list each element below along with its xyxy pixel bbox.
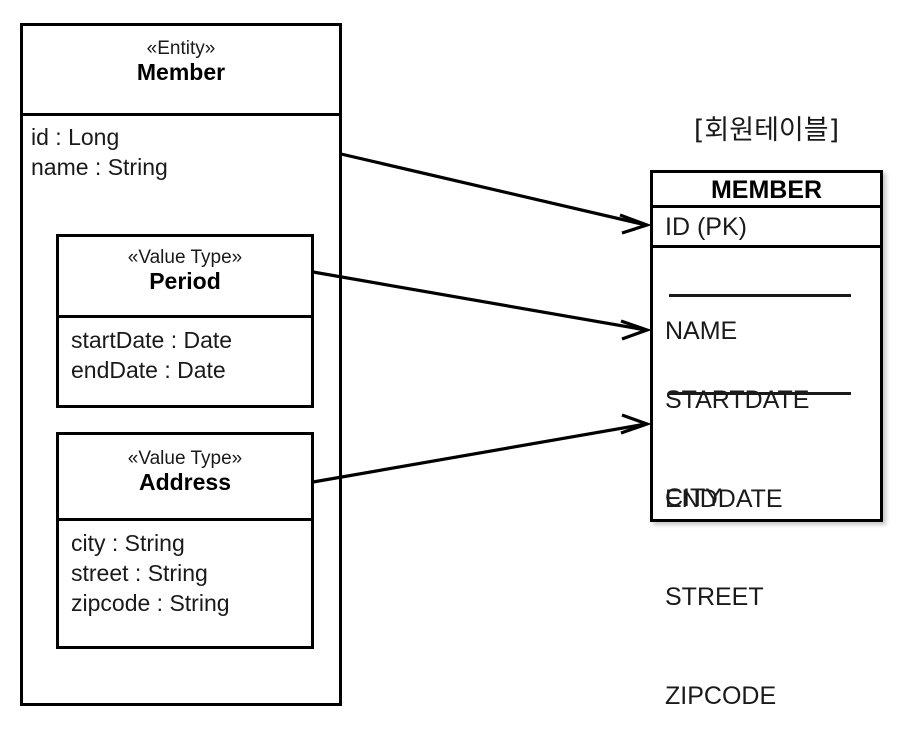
db-column-primary-key: ID (PK) [665, 213, 747, 241]
attribute-item: endDate : Date [71, 357, 226, 383]
db-column-item: STREET [665, 583, 764, 611]
db-column-item: CITY [665, 484, 722, 512]
db-table-name-label: MEMBER [710, 176, 823, 204]
value-type-attribute-list-address: city : String street : String zipcode : … [71, 528, 307, 618]
value-type-stereotype-label: «Value Type» [127, 247, 243, 268]
db-table-caption: [회원테이블] [693, 115, 840, 146]
db-column-item: STARTDATE [665, 386, 810, 414]
db-column-group-period: STARTDATE ENDDATE [665, 318, 809, 582]
db-table-pk-divider [653, 245, 880, 248]
attribute-item: zipcode : String [71, 590, 230, 616]
db-column-group-address: CITY STREET ZIPCODE [665, 416, 776, 734]
mapping-arrow-member-to-id [340, 152, 652, 235]
mapping-arrow-address-to-city [312, 413, 652, 484]
db-column-group-basic: NAME [665, 249, 737, 414]
db-column-item: ENDDATE [665, 485, 783, 513]
entity-header-divider [23, 113, 339, 116]
db-group-separator-dashed [669, 392, 851, 395]
value-type-stereotype-label: «Value Type» [127, 448, 243, 469]
attribute-item: id : Long [31, 124, 120, 150]
value-type-header-divider [59, 518, 311, 521]
attribute-item: city : String [71, 530, 185, 556]
attribute-item: street : String [71, 560, 208, 586]
attribute-item: name : String [31, 154, 168, 180]
db-table-title-divider [653, 205, 880, 208]
db-group-separator-dashed [669, 294, 851, 297]
value-type-header-period: «Value Type» Period [59, 247, 311, 295]
mapping-arrow-period-to-startdate [312, 270, 652, 341]
entity-header-member: «Entity» Member [23, 38, 339, 86]
value-type-box-period[interactable]: «Value Type» Period startDate : Date end… [56, 234, 314, 408]
value-type-name-label: Address [138, 469, 232, 496]
value-type-attribute-list-period: startDate : Date endDate : Date [71, 325, 307, 385]
entity-attribute-list: id : Long name : String [31, 122, 335, 182]
value-type-box-address[interactable]: «Value Type» Address city : String stree… [56, 432, 314, 649]
value-type-header-divider [59, 315, 311, 318]
attribute-item: startDate : Date [71, 327, 233, 353]
entity-stereotype-label: «Entity» [146, 38, 216, 59]
value-type-name-label: Period [149, 268, 221, 295]
entity-name-label: Member [136, 59, 226, 86]
db-column-item: ZIPCODE [665, 682, 777, 710]
value-type-header-address: «Value Type» Address [59, 448, 311, 496]
db-column-item: NAME [665, 317, 738, 345]
db-table-member[interactable]: MEMBER ID (PK) NAME STARTDATE ENDDATE CI… [650, 170, 883, 710]
